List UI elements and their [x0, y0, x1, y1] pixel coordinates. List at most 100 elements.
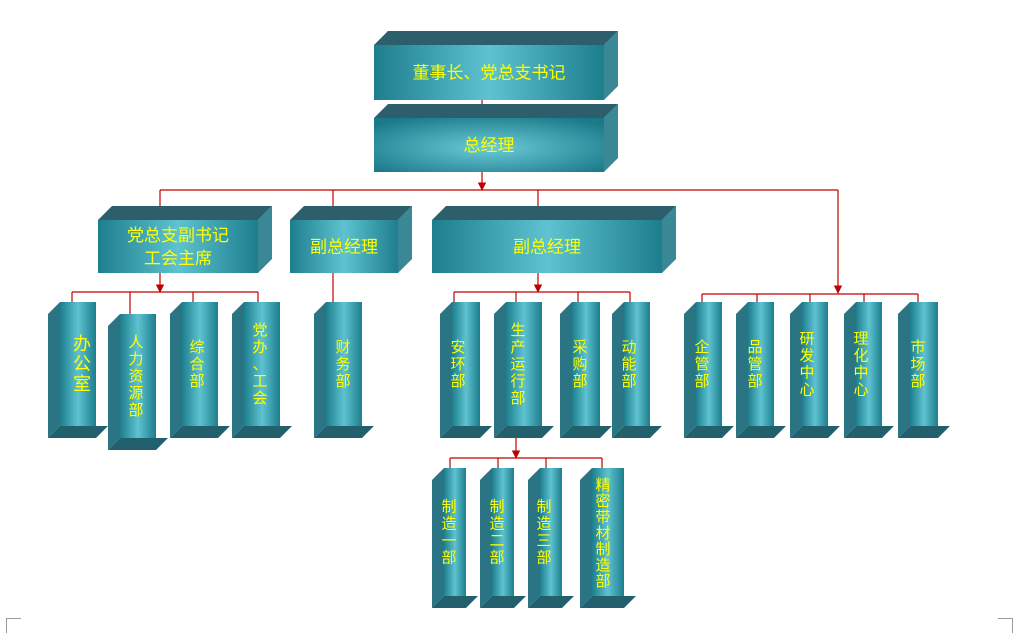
- org-node-label: 精密带材制造部: [595, 476, 610, 590]
- box-side-face: [790, 302, 802, 438]
- box-bottom-face: [898, 426, 950, 438]
- box-side-face: [170, 302, 182, 438]
- box-side-face: [432, 468, 444, 608]
- box-bottom-face: [790, 426, 840, 438]
- box-front-face: [802, 302, 828, 426]
- box-bottom-face: [432, 596, 478, 608]
- box-top-face: [432, 206, 676, 220]
- org-node-enterprise-mgmt: 企管部: [684, 302, 734, 438]
- box-side-face: [398, 206, 412, 273]
- org-node-safety-env: 安环部: [440, 302, 492, 438]
- box-side-face: [736, 302, 748, 438]
- org-node-label: 安环部: [450, 338, 465, 390]
- org-node-label: 动能部: [621, 338, 636, 390]
- org-node-label: 总经理: [464, 136, 515, 156]
- box-front-face: [374, 45, 604, 100]
- box-side-face: [580, 468, 592, 608]
- box-side-face: [480, 468, 492, 608]
- box-bottom-face: [684, 426, 734, 438]
- box-front-face: [326, 302, 362, 426]
- org-node-label: 办公室: [73, 334, 91, 395]
- box-side-face: [844, 302, 856, 438]
- org-node-label: 生产运行部: [510, 321, 525, 407]
- box-front-face: [492, 468, 514, 596]
- box-bottom-face: [736, 426, 786, 438]
- box-top-face: [290, 206, 412, 220]
- box-front-face: [432, 220, 662, 273]
- org-node-gm: 总经理: [374, 104, 618, 172]
- box-bottom-face: [108, 438, 168, 450]
- org-node-label: 副总经理: [310, 238, 378, 258]
- box-front-face: [592, 468, 624, 596]
- org-node-label: 制造一部: [441, 498, 456, 567]
- org-node-mfg1: 制造一部: [432, 468, 478, 608]
- org-node-general: 综合部: [170, 302, 230, 438]
- org-node-quality: 品管部: [736, 302, 786, 438]
- page-corner-mark-right: [998, 618, 1013, 633]
- box-side-face: [232, 302, 244, 438]
- box-bottom-face: [480, 596, 526, 608]
- box-side-face: [662, 206, 676, 273]
- box-bottom-face: [494, 426, 554, 438]
- box-front-face: [910, 302, 938, 426]
- box-bottom-face: [528, 596, 574, 608]
- box-bottom-face: [440, 426, 492, 438]
- box-bottom-face: [612, 426, 662, 438]
- box-bottom-face: [170, 426, 230, 438]
- box-front-face: [98, 220, 258, 273]
- org-node-mfg2: 制造二部: [480, 468, 526, 608]
- box-bottom-face: [560, 426, 612, 438]
- box-bottom-face: [48, 426, 108, 438]
- org-node-label: 理化中心: [853, 330, 868, 399]
- org-node-vgm-b: 副总经理: [432, 206, 676, 273]
- box-front-face: [452, 302, 480, 426]
- org-node-hr: 人力资源部: [108, 314, 168, 450]
- box-bottom-face: [580, 596, 636, 608]
- box-front-face: [290, 220, 398, 273]
- box-bottom-face: [844, 426, 894, 438]
- box-side-face: [684, 302, 696, 438]
- org-node-lab: 理化中心: [844, 302, 894, 438]
- org-node-deputy-secretary: 党总支副书记工会主席: [98, 206, 272, 273]
- org-node-label: 财务部: [335, 338, 350, 390]
- box-side-face: [612, 302, 624, 438]
- box-top-face: [374, 31, 618, 45]
- box-side-face: [494, 302, 506, 438]
- box-side-face: [604, 104, 618, 172]
- org-node-production: 生产运行部: [494, 302, 554, 438]
- org-node-label: 制造三部: [536, 498, 551, 567]
- box-front-face: [244, 302, 280, 426]
- org-node-energy: 动能部: [612, 302, 662, 438]
- box-front-face: [374, 118, 604, 172]
- box-side-face: [528, 468, 540, 608]
- org-node-finance: 财务部: [314, 302, 374, 438]
- box-side-face: [560, 302, 572, 438]
- org-node-party-office: 党办、工会: [232, 302, 292, 438]
- org-node-procurement: 采购部: [560, 302, 612, 438]
- org-node-chairman: 董事长、党总支书记: [374, 31, 618, 100]
- org-node-label: 企管部: [694, 338, 709, 390]
- box-front-face: [572, 302, 600, 426]
- org-node-office: 办公室: [48, 302, 108, 438]
- box-side-face: [108, 314, 120, 450]
- org-node-label: 综合部: [189, 338, 204, 390]
- org-node-label: 董事长、党总支书记: [413, 64, 566, 84]
- org-node-label: 采购部: [572, 338, 587, 390]
- org-node-precision: 精密带材制造部: [580, 468, 636, 608]
- box-side-face: [258, 206, 272, 273]
- box-side-face: [898, 302, 910, 438]
- org-node-label: 品管部: [747, 338, 762, 390]
- box-bottom-face: [314, 426, 374, 438]
- box-front-face: [624, 302, 650, 426]
- box-front-face: [120, 314, 156, 438]
- box-top-face: [98, 206, 272, 220]
- box-side-face: [314, 302, 326, 438]
- box-top-face: [374, 104, 618, 118]
- org-node-rnd: 研发中心: [790, 302, 840, 438]
- org-node-market: 市场部: [898, 302, 950, 438]
- org-node-label: 制造二部: [489, 498, 504, 567]
- org-node-label: 副总经理: [513, 238, 581, 258]
- org-node-label: 党总支副书记工会主席: [127, 226, 229, 269]
- box-front-face: [60, 302, 96, 426]
